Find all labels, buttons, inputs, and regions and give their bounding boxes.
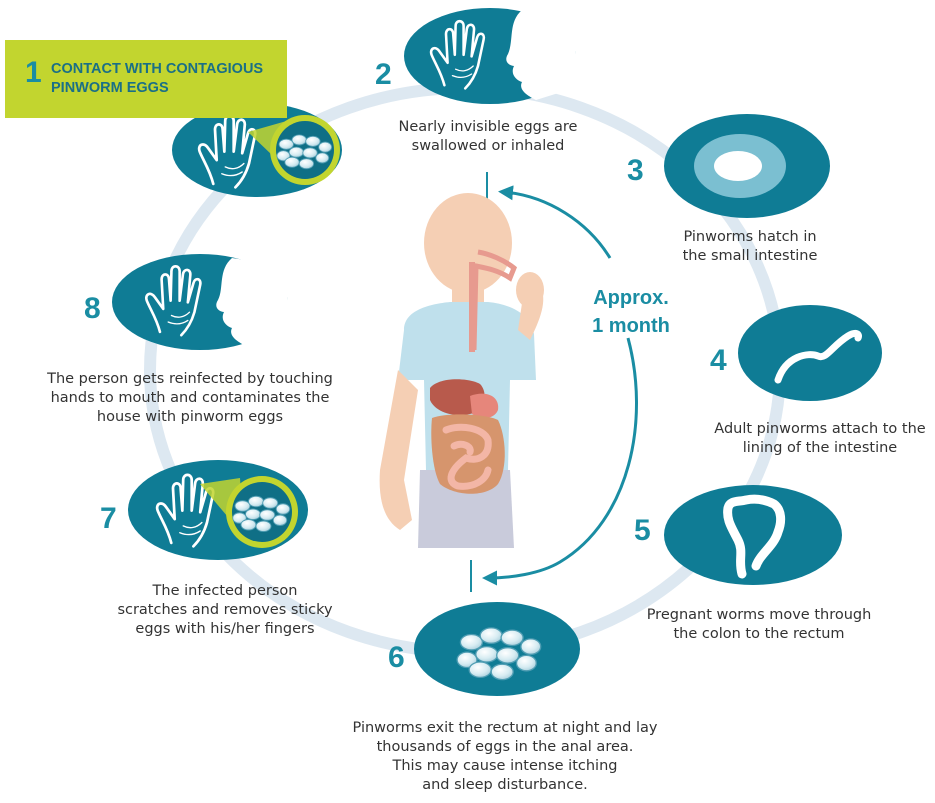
step-1-banner: 1 CONTACT WITH CONTAGIOUS PINWORM EGGS <box>5 40 287 118</box>
step-6-illustration <box>414 602 580 696</box>
step-5-caption: Pregnant worms move through the colon to… <box>646 607 872 642</box>
step-3-number: 3 <box>627 154 644 187</box>
step-3-caption: Pinworms hatch in the small intestine <box>682 229 818 264</box>
step-6-caption: Pinworms exit the rectum at night and la… <box>352 720 658 793</box>
cycle-arrow-icon <box>498 185 612 259</box>
step-4-illustration <box>738 305 882 401</box>
child-digestive-system-icon <box>379 193 544 548</box>
step-2-illustration <box>404 8 577 104</box>
cycle-arrow-icon <box>482 337 638 586</box>
step-4-caption: Adult pinworms attach to the lining of t… <box>714 421 926 456</box>
cycle-duration-label: Approx. 1 month <box>592 287 670 337</box>
worm-icon <box>774 329 862 384</box>
step-7-caption: The infected person scratches and remove… <box>117 583 333 637</box>
face-profile-icon <box>506 10 577 100</box>
step-3-illustration <box>664 114 830 218</box>
step-1-number: 1 <box>25 56 42 89</box>
step-8-number: 8 <box>84 292 101 325</box>
step-2-caption: Nearly invisible eggs are swallowed or i… <box>398 119 578 154</box>
step-1-illustration <box>172 103 342 197</box>
step-6-number: 6 <box>388 641 405 674</box>
step-7-number: 7 <box>100 502 117 535</box>
step-5-illustration <box>664 485 842 585</box>
face-profile-icon <box>216 258 289 346</box>
egg-icon <box>714 151 762 181</box>
step-8-caption: The person gets reinfected by touching h… <box>47 371 333 425</box>
step-5-number: 5 <box>634 514 651 547</box>
step-8-illustration <box>112 254 289 350</box>
colon-icon <box>723 494 786 579</box>
step-7-illustration <box>128 460 308 560</box>
step-1-title: CONTACT WITH CONTAGIOUS PINWORM EGGS <box>51 61 264 96</box>
step-2-number: 2 <box>375 58 392 91</box>
step-4-number: 4 <box>710 344 727 377</box>
